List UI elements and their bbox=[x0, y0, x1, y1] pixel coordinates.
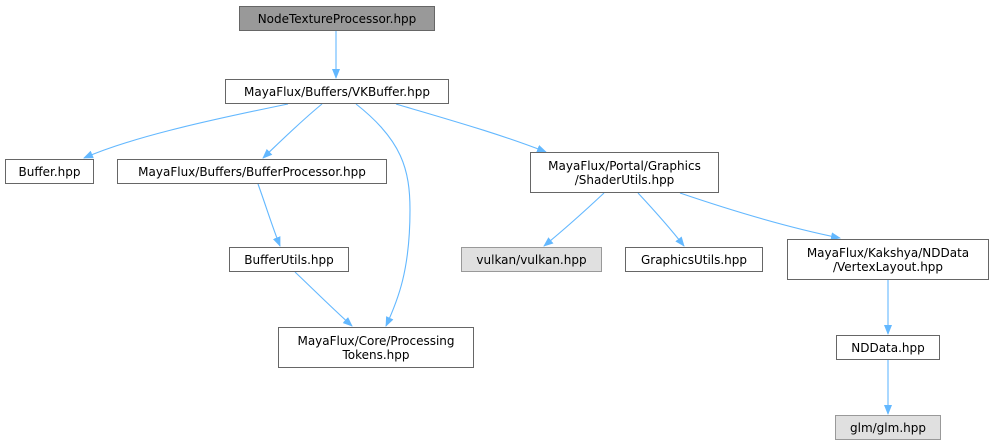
edge-vkbuffer-buffer bbox=[83, 103, 289, 159]
node-nddata[interactable]: NDData.hpp bbox=[836, 335, 940, 360]
node-label-line2: /VertexLayout.hpp bbox=[832, 259, 944, 274]
node-label: NDData.hpp bbox=[851, 340, 925, 355]
edge-vkbuffer-processingtokens bbox=[355, 103, 411, 327]
node-vulkan: vulkan/vulkan.hpp bbox=[461, 247, 602, 272]
edge-shaderutils-vulkan bbox=[543, 192, 605, 247]
node-vertexlayout[interactable]: MayaFlux/Kakshya/NDData /VertexLayout.hp… bbox=[787, 239, 989, 280]
node-label-line1: MayaFlux/Portal/Graphics bbox=[548, 158, 701, 173]
node-graphicsutils[interactable]: GraphicsUtils.hpp bbox=[625, 247, 763, 272]
node-processingtokens[interactable]: MayaFlux/Core/Processing Tokens.hpp bbox=[278, 327, 474, 368]
node-label: MayaFlux/Buffers/BufferProcessor.hpp bbox=[138, 164, 366, 179]
node-label: Buffer.hpp bbox=[18, 164, 81, 179]
node-label-line2: Tokens.hpp bbox=[342, 347, 410, 362]
edge-bufferprocessor-bufferutils bbox=[257, 183, 281, 247]
node-label: glm/glm.hpp bbox=[850, 420, 926, 435]
node-label: MayaFlux/Buffers/VKBuffer.hpp bbox=[244, 84, 430, 99]
node-shaderutils[interactable]: MayaFlux/Portal/Graphics /ShaderUtils.hp… bbox=[530, 152, 719, 193]
node-label-line1: MayaFlux/Core/Processing bbox=[297, 333, 455, 348]
node-nodetextureprocessor: NodeTextureProcessor.hpp bbox=[239, 6, 435, 31]
edge-vkbuffer-bufferprocessor bbox=[262, 103, 323, 159]
node-label-line1: MayaFlux/Kakshya/NDData bbox=[806, 245, 970, 260]
node-label: vulkan/vulkan.hpp bbox=[476, 252, 587, 267]
node-bufferutils[interactable]: BufferUtils.hpp bbox=[229, 247, 349, 272]
node-bufferprocessor[interactable]: MayaFlux/Buffers/BufferProcessor.hpp bbox=[117, 159, 387, 184]
edge-bufferutils-processingtokens bbox=[294, 271, 353, 327]
node-glm: glm/glm.hpp bbox=[835, 415, 941, 440]
node-label: NodeTextureProcessor.hpp bbox=[257, 11, 417, 26]
edge-vkbuffer-shaderutils bbox=[395, 103, 547, 153]
node-vkbuffer[interactable]: MayaFlux/Buffers/VKBuffer.hpp bbox=[225, 79, 449, 104]
node-buffer[interactable]: Buffer.hpp bbox=[5, 159, 94, 184]
edge-shaderutils-vertexlayout bbox=[679, 192, 841, 241]
node-label: BufferUtils.hpp bbox=[244, 252, 334, 267]
node-label: GraphicsUtils.hpp bbox=[640, 252, 748, 267]
edge-shaderutils-graphicsutils bbox=[637, 192, 685, 247]
node-label-line2: /ShaderUtils.hpp bbox=[574, 172, 675, 187]
